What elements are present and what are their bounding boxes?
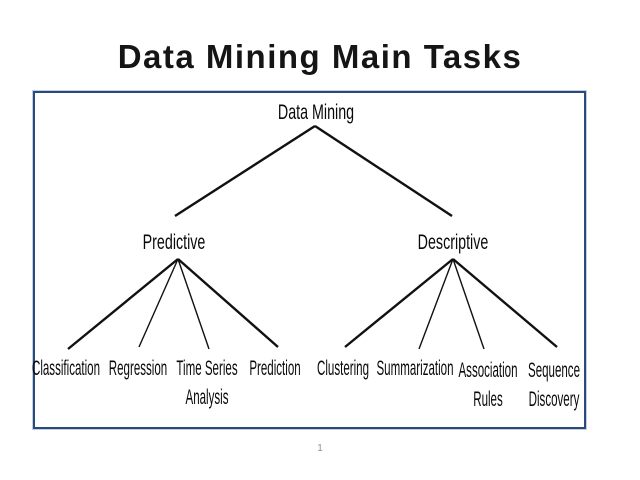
leaf-time-series-analysis: Time Series Analysis bbox=[176, 357, 238, 409]
leaf-sequence-discovery: Sequence Discovery bbox=[527, 359, 581, 411]
leaf-clustering: Clustering bbox=[316, 357, 370, 380]
leaf-association-rules: Association Rules bbox=[458, 359, 518, 411]
tree-connector-lines bbox=[67, 124, 558, 350]
leaf-prediction: Prediction bbox=[249, 357, 301, 380]
leaf-classification: Classification bbox=[31, 357, 101, 380]
leaf-summarization: Summarization bbox=[376, 357, 454, 380]
node-descriptive: Descriptive bbox=[417, 231, 489, 254]
node-data-mining: Data Mining bbox=[277, 101, 355, 124]
leaf-regression: Regression bbox=[108, 357, 168, 380]
slide-title: Data Mining Main Tasks bbox=[117, 38, 523, 75]
diagram-panel: Data Mining Predictive Descriptive Class… bbox=[31, 91, 586, 429]
page-number: 1 bbox=[317, 443, 323, 454]
node-predictive: Predictive bbox=[142, 231, 206, 254]
